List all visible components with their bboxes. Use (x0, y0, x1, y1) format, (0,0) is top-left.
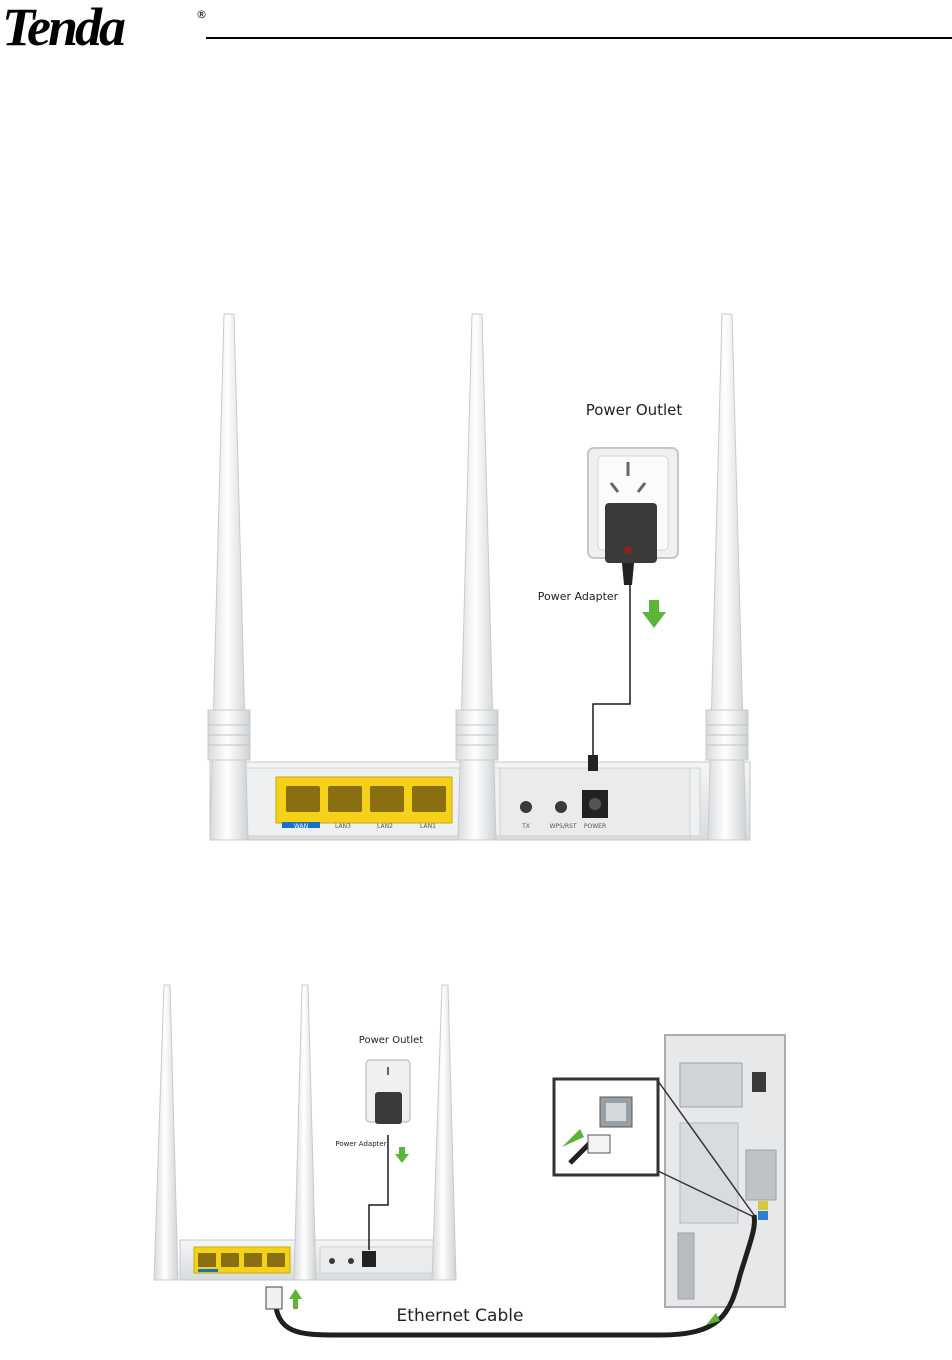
power-cable-small (369, 1135, 388, 1250)
arrow-down-icon-small (395, 1147, 409, 1163)
antenna-left (208, 314, 250, 840)
port-label-wps: WPS/RST (549, 823, 576, 830)
label-power-adapter: Power Adapter (538, 590, 619, 603)
port-label-lan1: LAN1 (420, 823, 436, 830)
tx-button (520, 801, 532, 813)
wan-port (286, 786, 320, 812)
label-power-outlet-small: Power Outlet (359, 1035, 423, 1046)
power-cable (593, 575, 630, 762)
lan2-port (370, 786, 404, 812)
lan3-port (328, 786, 362, 812)
wps-button (555, 801, 567, 813)
pc-tower (665, 1035, 785, 1307)
registered-mark: ® (196, 8, 207, 21)
antenna-right-small (432, 985, 456, 1280)
port-label-power: POWER (584, 823, 606, 830)
port-label-lan3: LAN3 (335, 823, 351, 830)
label-power-outlet: Power Outlet (586, 401, 683, 419)
antenna-middle (456, 314, 498, 840)
power-outlet-small (366, 1060, 410, 1124)
port-label-lan2: LAN2 (377, 823, 393, 830)
power-adapter (605, 503, 657, 585)
port-label-wan: WAN (294, 823, 308, 830)
header-rule (206, 37, 952, 39)
brand-logo: Tenda (2, 0, 123, 58)
port-label-tx: TX (521, 823, 530, 830)
arrow-down-icon (642, 600, 666, 628)
label-ethernet-cable: Ethernet Cable (397, 1306, 524, 1326)
antenna-right (706, 314, 748, 840)
arrow-up-icon (289, 1289, 302, 1309)
lan1-port (412, 786, 446, 812)
figure-router-pc: Power Outlet Power Adapter Ethernet Cabl… (140, 975, 800, 1345)
antenna-left-small (154, 985, 178, 1280)
page-header: Tenda ® (0, 0, 952, 60)
antenna-middle-small (294, 985, 316, 1280)
ethernet-plug (266, 1287, 282, 1309)
figure-router-power: WAN LAN3 LAN2 LAN1 TX WPS/RST POWER (190, 300, 770, 850)
label-power-adapter-small: Power Adapter (335, 1140, 386, 1148)
power-jack-small (362, 1251, 376, 1267)
